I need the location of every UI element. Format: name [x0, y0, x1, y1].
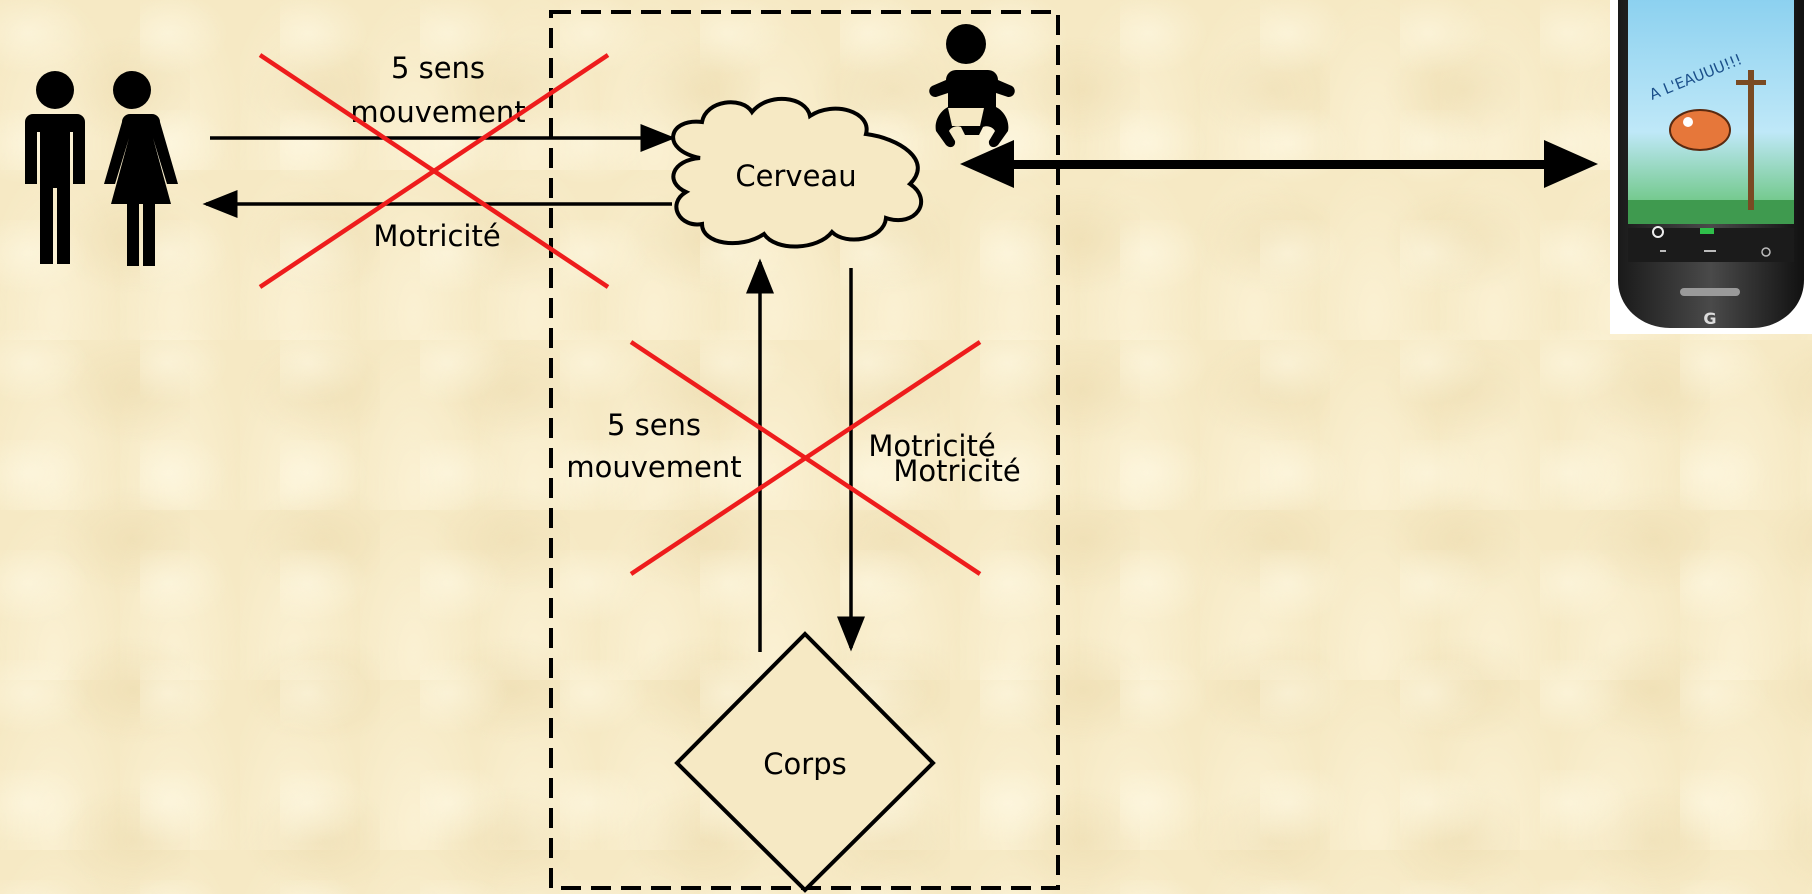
phone-image: A L'EAUUU!!! G [1610, 0, 1812, 334]
vertical-up-label-line2: mouvement [566, 450, 741, 484]
phone-brand-mark: G [1703, 309, 1716, 328]
top-return-label: Motricité [373, 219, 500, 253]
vertical-up-label-line1: 5 sens [607, 408, 701, 442]
top-arrow-label-line2: mouvement [350, 95, 525, 129]
baby-icon [929, 24, 1015, 148]
body-label: Corps [763, 747, 846, 781]
vertical-down-label-1: Motricité [868, 429, 995, 463]
couple-icon [25, 71, 178, 266]
brain-cloud-shape [671, 97, 924, 249]
double-arrow-brain-phone [960, 140, 1598, 188]
brain-label: Cerveau [735, 159, 856, 193]
body-diamond-shape [674, 631, 936, 893]
red-cross-top [258, 53, 610, 289]
top-arrow-label-line1: 5 sens [391, 51, 485, 85]
red-cross-middle [629, 340, 982, 576]
vertical-down-label-2: Motricité [893, 454, 1020, 488]
